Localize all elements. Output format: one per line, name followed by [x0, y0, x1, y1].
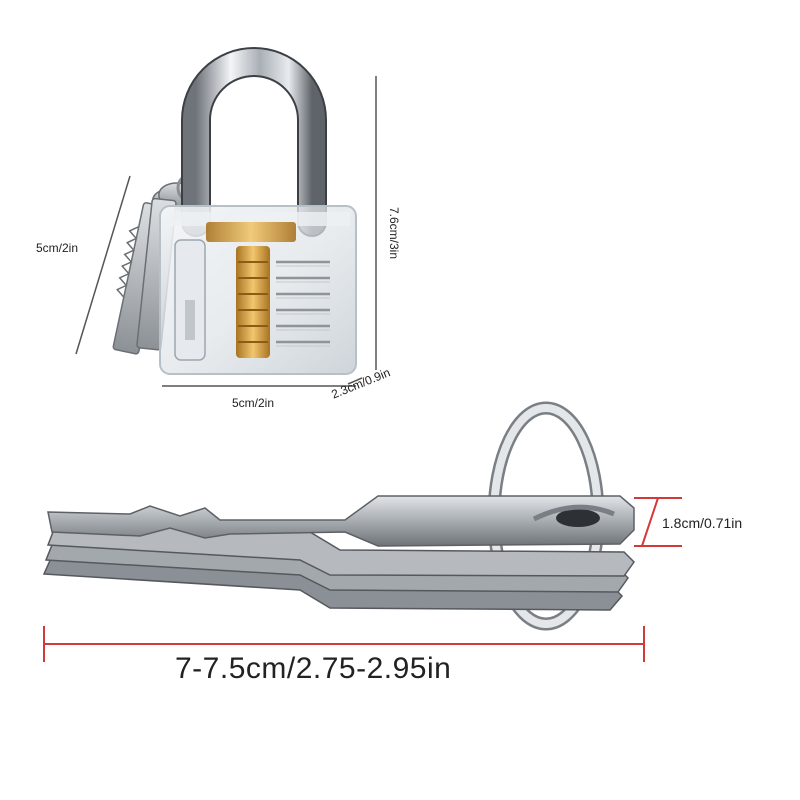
key-length-label: 7-7.5cm/2.75-2.95in: [175, 652, 452, 685]
lock-pick-set: [42, 495, 635, 611]
key-width-label: 1.8cm/0.71in: [662, 515, 743, 531]
padlock-body: [159, 205, 357, 375]
padlock-height-label: 7.6cm/3in: [387, 206, 402, 260]
padlock-width-bottom-label: 5cm/2in: [232, 396, 275, 410]
padlock-dimension-lines: [75, 76, 377, 387]
keyset-dimension-lines: [43, 497, 682, 662]
padlock-width-left-label: 5cm/2in: [36, 241, 79, 255]
padlock-shackle: [181, 47, 327, 237]
